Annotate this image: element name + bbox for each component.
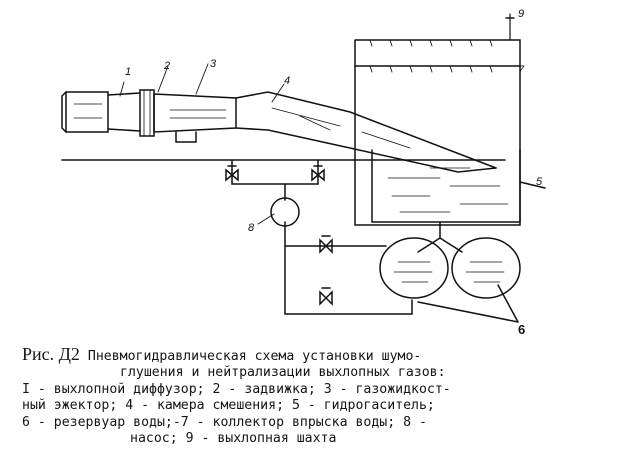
label-8: 8 [248,222,255,234]
label-5: 5 [536,176,543,188]
label-1: 1 [125,66,132,78]
valve-symbols [225,165,333,306]
caption-legend-line1: I - выхлопной диффузор; 2 - задвижка; 3 … [22,381,451,397]
label-7: 7 [518,64,525,76]
gate-valve [139,89,155,137]
hydraulic-absorber [371,149,546,223]
caption-title-line2: глушения и нейтрализации выхлопных газов… [120,365,446,381]
pump [270,197,300,227]
label-2: 2 [164,60,171,72]
label-6: 6 [518,322,526,337]
mixing-chamber [235,91,497,173]
caption-legend-line4: насос; 9 - выхлопная шахта [130,431,337,447]
gas-liquid-ejector [153,93,237,143]
figure-number: Рис. Д2 [22,344,80,364]
label-4: 4 [284,75,291,87]
caption-legend-line2: ный эжектор; 4 - камера смешения; 5 - ги… [22,398,435,414]
caption-legend-line3: 6 - резервуар воды;-7 - коллектор впрыск… [22,414,427,430]
caption-title-line1: Пневмогидравлическая схема установки шум… [87,349,422,364]
figure-caption: Рис. Д2 Пневмогидравлическая схема устан… [0,344,643,447]
water-lines [61,159,506,315]
water-injection-collector [369,39,493,73]
water-reservoirs [379,221,521,323]
pneumohydraulic-scheme [61,13,546,323]
exhaust-diffuser [61,91,141,133]
exhaust-shaft [354,13,521,226]
label-3: 3 [210,58,217,70]
label-9: 9 [518,8,525,20]
